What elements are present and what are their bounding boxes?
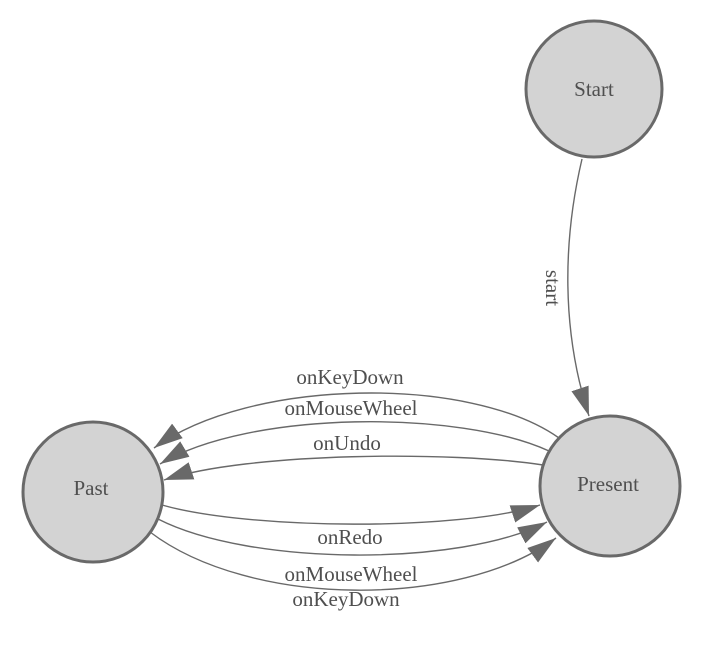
edge-label-onmousewheel-bottom: onMouseWheel xyxy=(285,562,418,586)
edge-label-start: start xyxy=(541,270,565,306)
edge-label-onmousewheel-top: onMouseWheel xyxy=(285,396,418,420)
edge-present-to-past-onmousewheel: onMouseWheel xyxy=(159,396,550,465)
edge-present-to-past-onkeydown: onKeyDown xyxy=(153,365,560,449)
edge-past-to-present-onkeydown: onKeyDown xyxy=(149,531,557,611)
edge-past-to-present-onredo: onRedo xyxy=(161,504,541,549)
node-past-circle xyxy=(21,420,165,564)
edge-label-onundo: onUndo xyxy=(313,431,381,455)
edge-start-to-present: start xyxy=(541,158,590,417)
edge-line-onmousewheel-bottom xyxy=(157,518,548,556)
edge-present-to-past-onundo: onUndo xyxy=(163,431,544,481)
node-past: Past xyxy=(21,420,165,564)
edge-line-onundo xyxy=(163,455,544,481)
node-present-circle xyxy=(538,414,682,558)
node-present-label: Present xyxy=(577,472,639,496)
edge-line-onredo xyxy=(161,504,541,525)
node-present: Present xyxy=(538,414,682,558)
edge-line-onkeydown-bottom xyxy=(149,531,557,591)
node-start-label: Start xyxy=(574,77,614,101)
edge-line-start xyxy=(567,158,590,417)
node-past-label: Past xyxy=(73,476,108,500)
node-start-circle xyxy=(524,19,664,159)
edge-label-onkeydown-top: onKeyDown xyxy=(296,365,404,389)
edge-line-onkeydown-top xyxy=(153,392,560,449)
edge-label-onkeydown-bottom: onKeyDown xyxy=(292,587,400,611)
edge-line-onmousewheel-top xyxy=(159,421,550,465)
edge-past-to-present-onmousewheel: onMouseWheel xyxy=(157,518,548,586)
node-start: Start xyxy=(524,19,664,159)
edge-label-onredo: onRedo xyxy=(317,525,382,549)
